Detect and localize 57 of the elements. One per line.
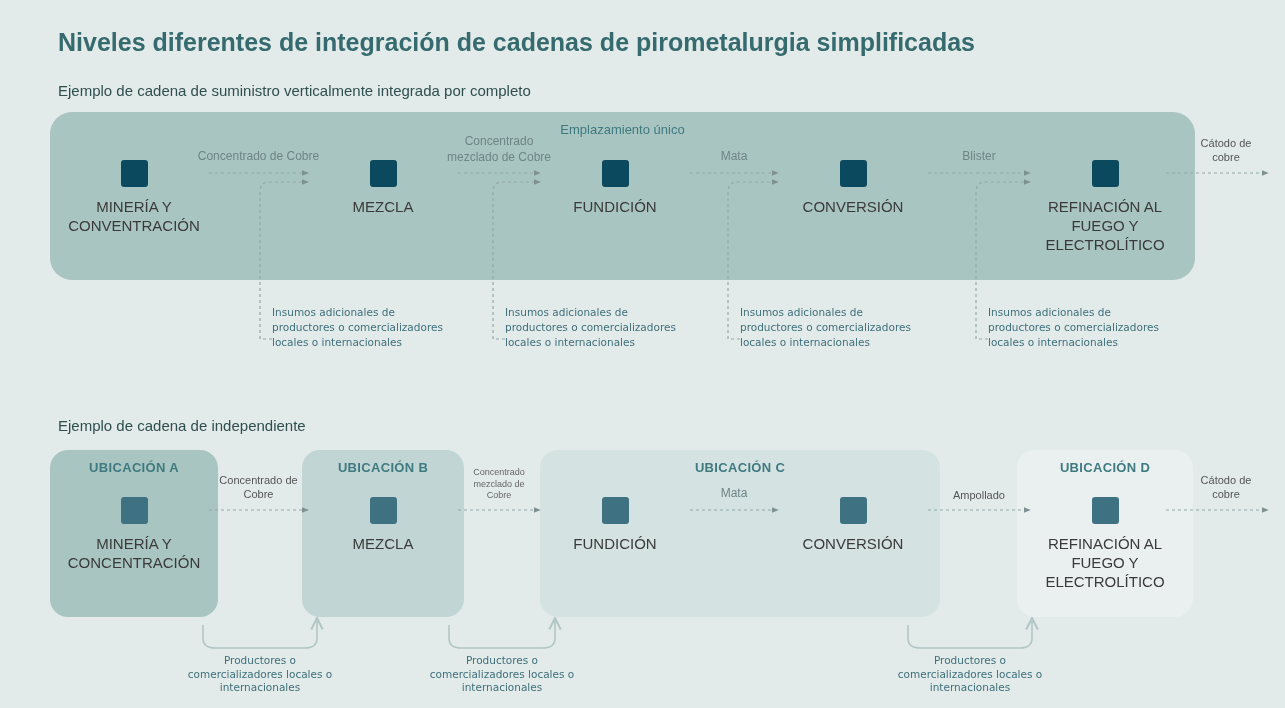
dashed-arrow bbox=[1165, 170, 1269, 176]
step-label: REFINACIÓN AL FUEGO Y ELECTROLÍTICO bbox=[1044, 534, 1166, 591]
edge-label: Concentrado mezclado de Cobre bbox=[445, 133, 553, 165]
dashed-arrow bbox=[457, 507, 541, 513]
edge-label: Productores o comercializadores locales o internacionales bbox=[428, 654, 576, 695]
edge-label: Blister bbox=[961, 149, 997, 165]
step-label: MINERÍA Y CONCENTRACIÓN bbox=[66, 534, 202, 572]
curved-arrow bbox=[448, 617, 562, 649]
dashed-arrow bbox=[259, 179, 309, 340]
dashed-arrow bbox=[492, 179, 541, 340]
location-box bbox=[540, 450, 940, 617]
group-heading: UBICACIÓN D bbox=[1058, 459, 1152, 477]
location-box bbox=[1017, 450, 1193, 617]
curved-arrow bbox=[907, 617, 1039, 649]
note-text: Insumos adicionales de productores o comercializadores locales o internacionales bbox=[988, 305, 1160, 350]
step-label: MINERÍA Y CONVENTRACIÓN bbox=[67, 197, 201, 235]
edge-label: Mata bbox=[719, 486, 749, 502]
title: Niveles diferentes de integración de cadenas de pirometalurgia simplificadas bbox=[58, 27, 975, 58]
location-box bbox=[302, 450, 464, 617]
step-label: MEZCLA bbox=[351, 197, 415, 216]
group-heading: Emplazamiento único bbox=[559, 121, 686, 139]
step-label: CONVERSIÓN bbox=[801, 197, 905, 216]
dashed-arrow bbox=[208, 507, 309, 513]
section-heading: Ejemplo de cadena de independiente bbox=[58, 416, 306, 436]
group-heading: UBICACIÓN B bbox=[336, 459, 430, 477]
dashed-arrow bbox=[689, 170, 779, 176]
curved-arrow bbox=[202, 617, 324, 649]
edge-label: Productores o comercializadores locales o internacionales bbox=[186, 654, 334, 695]
dashed-arrow bbox=[727, 179, 779, 340]
step-label: FUNDICIÓN bbox=[572, 197, 658, 216]
site-band bbox=[50, 112, 1195, 280]
step-label: REFINACIÓN AL FUEGO Y ELECTROLÍTICO bbox=[1044, 197, 1166, 254]
dashed-arrow bbox=[1165, 507, 1269, 513]
location-box bbox=[50, 450, 218, 617]
edge-label: Concentrado de Cobre bbox=[218, 473, 299, 502]
edge-label: Cátodo de cobre bbox=[1199, 136, 1253, 165]
edge-label: Mata bbox=[719, 149, 749, 165]
note-text: Insumos adicionales de productores o comercializadores locales o internacionales bbox=[272, 305, 444, 350]
step-label: CONVERSIÓN bbox=[801, 534, 905, 553]
edge-label: Concentrado mezclado de Cobre bbox=[472, 466, 526, 502]
edge-label: Productores o comercializadores locales o internacionales bbox=[896, 654, 1044, 695]
step-label: FUNDICIÓN bbox=[572, 534, 658, 553]
group-heading: UBICACIÓN A bbox=[88, 459, 180, 477]
dashed-arrow bbox=[975, 179, 1031, 340]
dashed-arrow bbox=[689, 507, 779, 513]
note-text: Insumos adicionales de productores o comercializadores locales o internacionales bbox=[505, 305, 677, 350]
step-label: MEZCLA bbox=[351, 534, 415, 553]
group-heading: UBICACIÓN C bbox=[693, 459, 787, 477]
dashed-arrow bbox=[927, 170, 1031, 176]
dashed-arrow bbox=[457, 170, 541, 176]
section-heading: Ejemplo de cadena de suministro verticalmente integrada por completo bbox=[58, 81, 531, 101]
dashed-arrow bbox=[927, 507, 1031, 513]
edge-label: Ampollado bbox=[952, 487, 1006, 502]
note-text: Insumos adicionales de productores o comercializadores locales o internacionales bbox=[740, 305, 912, 350]
edge-label: Cátodo de cobre bbox=[1199, 473, 1253, 502]
dashed-arrow bbox=[208, 170, 309, 176]
edge-label: Concentrado de Cobre bbox=[196, 149, 321, 165]
